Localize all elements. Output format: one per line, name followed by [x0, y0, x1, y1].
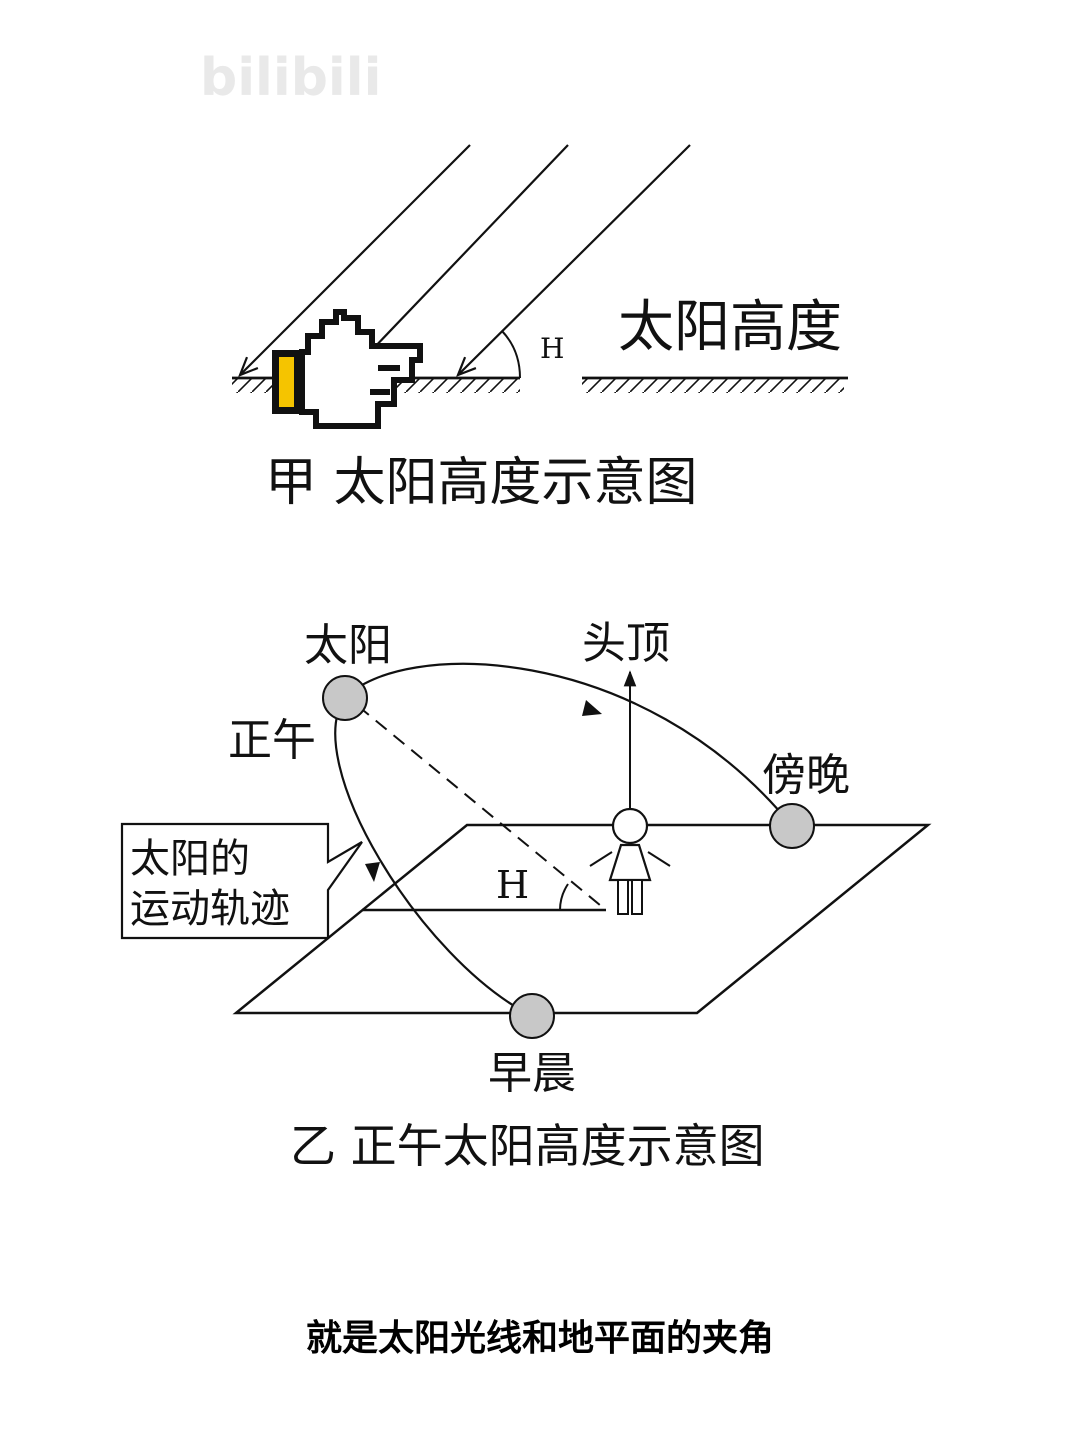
- morning-label: 早晨: [488, 1048, 576, 1099]
- angle-arc: [501, 330, 521, 379]
- person-figure: [589, 807, 671, 915]
- trajectory-callout: 太阳的 运动轨迹: [120, 822, 363, 940]
- sun-label: 太阳: [304, 620, 392, 671]
- pixel-hand-pointer-icon: [272, 309, 423, 429]
- solar-altitude-heading: 太阳高度: [618, 295, 842, 360]
- figure-a-caption: 甲 太阳高度示意图: [265, 453, 698, 513]
- horizon-plane: [232, 823, 932, 1015]
- sun-ray-1: [240, 144, 471, 375]
- angle-label-h: H: [540, 332, 564, 365]
- figure-a: H 太阳高度 甲 太阳高度示意图: [232, 144, 848, 513]
- noon-sun: [322, 675, 368, 721]
- trajectory-arrow-top: [582, 700, 602, 716]
- morning-sun: [509, 993, 555, 1039]
- evening-sun: [769, 803, 815, 849]
- angle-arc-b: [559, 883, 569, 911]
- noon-label: 正午: [228, 715, 316, 766]
- ground-gap: [520, 360, 582, 400]
- trajectory-arrow-left: [365, 862, 380, 882]
- sun-ray-2: [348, 144, 569, 375]
- evening-label: 傍晚: [762, 750, 850, 801]
- figure-b-caption: 乙 正午太阳高度示意图: [290, 1119, 765, 1173]
- zenith-label: 头顶: [582, 618, 670, 669]
- noon-sun-ray: [357, 705, 607, 911]
- angle-label-h-b: H: [496, 863, 529, 907]
- video-subtitle: 就是太阳光线和地平面的夹角: [306, 1318, 774, 1359]
- sun-ray-3: [458, 144, 691, 375]
- callout-line-1: 太阳的: [130, 836, 250, 882]
- callout-box: [120, 822, 363, 940]
- watermark-logo: bilibili: [200, 48, 381, 108]
- figure-b: H 头顶 太阳 正午 傍晚 早晨 太阳的 运动轨迹 乙 正午太阳高度示意图: [120, 618, 932, 1173]
- callout-line-2: 运动轨迹: [130, 886, 290, 932]
